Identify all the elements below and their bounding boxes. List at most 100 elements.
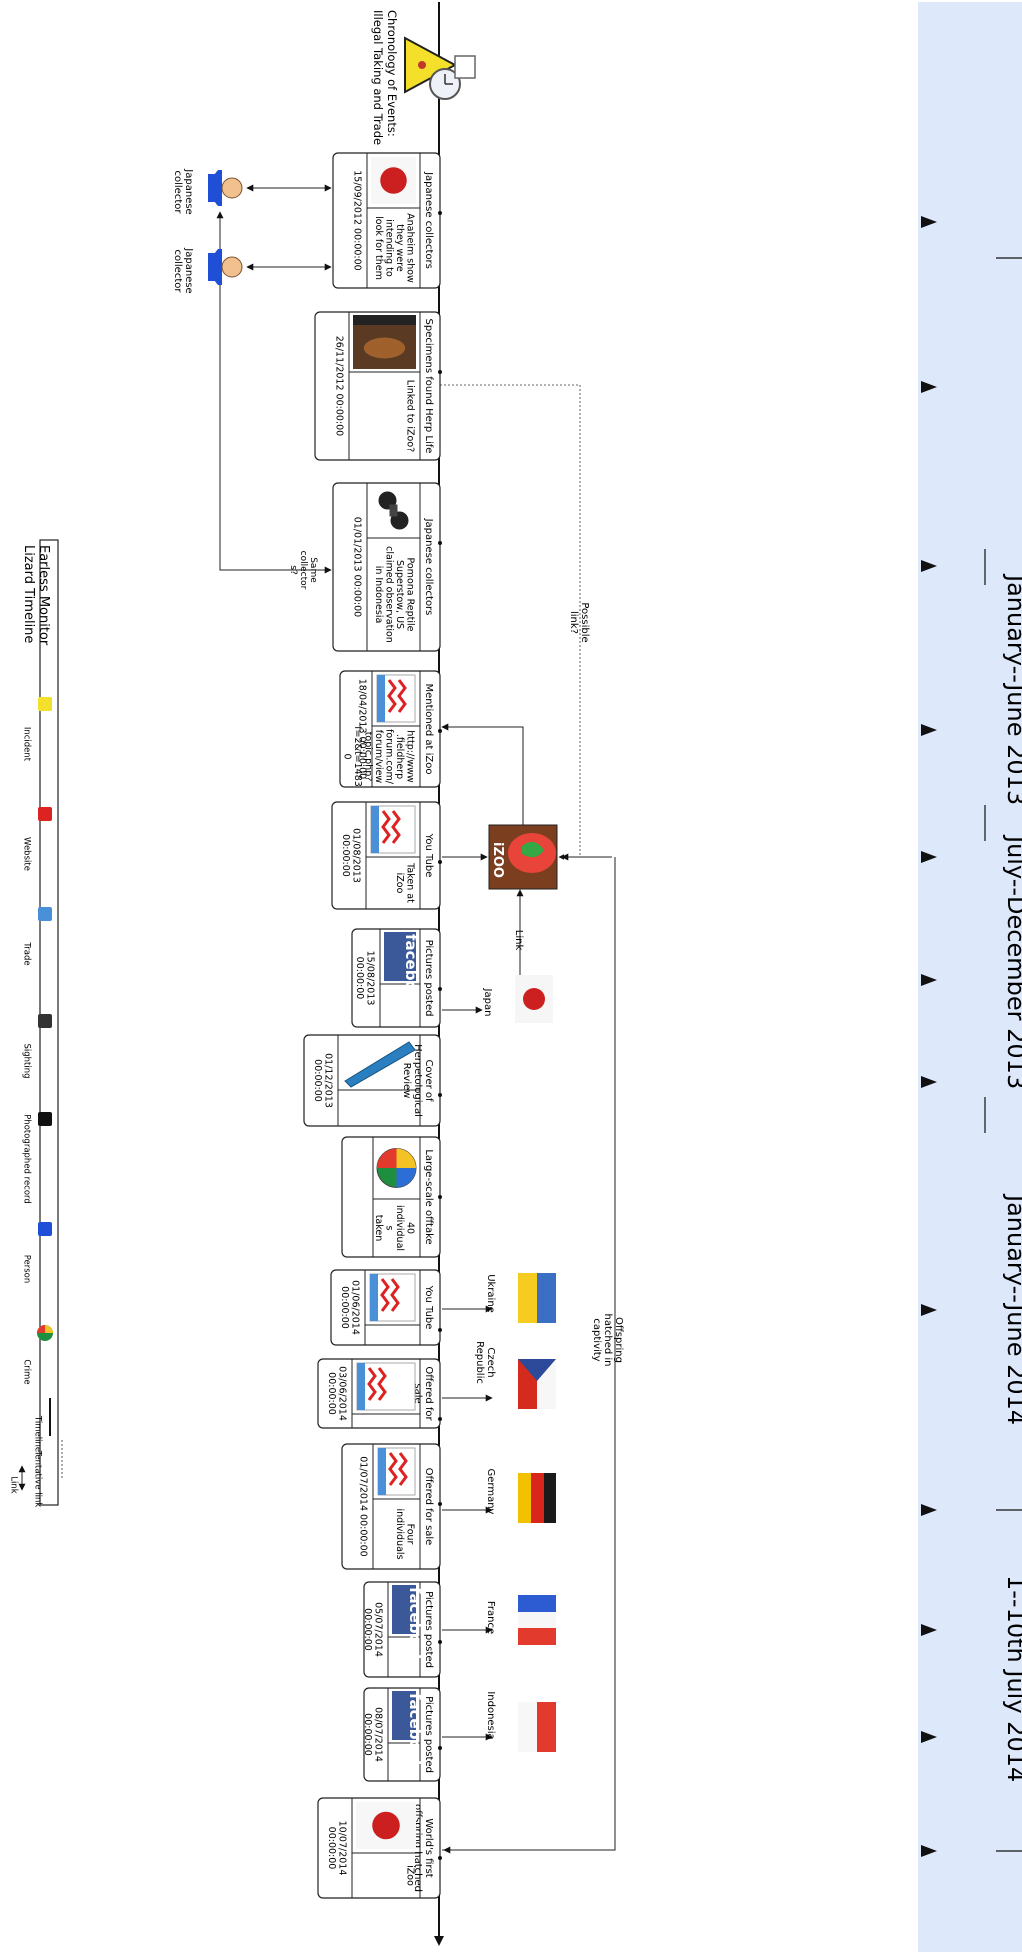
offspring-label: Offspringhatched incaptivity: [591, 1313, 624, 1366]
legend-icon: [38, 807, 52, 821]
event-title-text: Pictures posted: [423, 1591, 434, 1668]
legend-item-label-text: Person: [22, 1255, 32, 1284]
country-label: CzechRepublic: [474, 1341, 496, 1384]
website-icon: [370, 805, 416, 854]
person-label-text: Japanesecollector: [172, 247, 194, 293]
event-date: 03/06/201400:00:00: [326, 1366, 348, 1421]
period-tick: [921, 216, 937, 228]
period-band: [918, 2, 1022, 1952]
event-body: iZoo: [405, 1865, 416, 1886]
event-title-text: Large-scale offtake: [423, 1149, 434, 1244]
offspring-label-text: Offspringhatched incaptivity: [591, 1313, 624, 1366]
countries: JapanUkraineCzechRepublicGermanyFranceIn…: [474, 975, 556, 1752]
possible-link-label: Possiblelink?: [568, 602, 590, 642]
legend-item: Person: [22, 1222, 52, 1284]
event-date: 18/04/2013 00:00:00: [357, 679, 368, 779]
legend-icon: [37, 1325, 53, 1341]
event-date-text: 15/08/201300:00:00: [354, 951, 376, 1006]
event-title-text: Japanese collectors: [423, 518, 434, 616]
japan-flag-icon: [371, 157, 416, 204]
event-card: Pictures postedfacebook15/08/201300:00:0…: [351, 928, 442, 1028]
event-title-text: You Tube: [423, 833, 434, 878]
country-flag-icon: [518, 1702, 556, 1752]
website-icon: [377, 1447, 416, 1496]
event-date: 01/06/201400:00:00: [339, 1280, 361, 1335]
website-icon: [369, 1273, 416, 1322]
event-date: 01/07/2014 00:00:00: [358, 1456, 369, 1556]
country-label-text: Ukraine: [485, 1274, 496, 1313]
country: France: [485, 1595, 556, 1645]
country-label: Indonesia: [485, 1691, 496, 1739]
event-date: 01/08/201300:00:00: [340, 828, 362, 883]
event-date-text: 01/12/201300:00:00: [312, 1053, 334, 1108]
event-date-text: 01/06/201400:00:00: [339, 1280, 361, 1335]
event-title: World's firstoffspring hatched: [412, 1804, 434, 1892]
legend-item: Website: [22, 807, 52, 871]
izoo-logo: iZOO: [488, 824, 558, 890]
country-flag-icon: [518, 1359, 556, 1409]
facebook-icon: facebook: [392, 1585, 424, 1665]
country: Indonesia: [485, 1691, 556, 1752]
legend-item-label: Trade: [22, 941, 32, 965]
event-body: Taken atiZoo: [394, 862, 416, 903]
event-body-text: http://www.fieldherpforum.com/forum/view…: [342, 726, 416, 787]
period-tick: [921, 1304, 937, 1316]
possible-link-line: [440, 384, 581, 860]
period-label-text: July--December 2013: [1002, 834, 1022, 1089]
same-collectors-label-text: Samecollectors?: [288, 551, 318, 590]
legend-item: Timeline: [33, 1398, 51, 1452]
event-body: Fourindividuals: [394, 1508, 416, 1559]
event-date-text: 01/01/2013 00:00:00: [352, 517, 363, 617]
book-icon: [344, 1041, 416, 1088]
country-label: Japan: [482, 988, 493, 1017]
legend-icon: [38, 907, 52, 921]
country: Ukraine: [485, 1273, 556, 1323]
period-tick: [921, 724, 937, 736]
event-date-text: 05/07/201400:00:00: [362, 1602, 384, 1657]
event-title: Specimens found Herp Life: [423, 319, 434, 454]
country: Japan: [482, 975, 553, 1023]
legend-item-label-text: Website: [22, 837, 32, 871]
period-tick: [921, 381, 937, 393]
period-tick: [921, 974, 937, 986]
same-collectors-label: Samecollectors?: [288, 551, 318, 590]
legend-item-label-text: Link: [9, 1476, 19, 1493]
person-label: Japanesecollector: [172, 247, 194, 293]
period-tick: [921, 560, 937, 572]
event-title: Large-scale offtake: [423, 1149, 434, 1244]
event-title: Cover ofHerpetologicalReview: [401, 1044, 434, 1117]
event-body-text: Pomona ReptileSuperstow, USclaimed obser…: [373, 546, 416, 643]
event-card: Offered for saleFourindividuals01/07/201…: [341, 1443, 442, 1570]
legend-item-label: Person: [22, 1255, 32, 1284]
facebook-wordmark: facebook: [406, 1587, 424, 1665]
event-date: 15/09/2012 00:00:00: [352, 170, 363, 270]
timeline-end-arrow: [434, 1936, 444, 1946]
event-body: Pomona ReptileSuperstow, USclaimed obser…: [373, 546, 416, 643]
izoo-mentioned-link: [441, 723, 524, 825]
event-body-text: 40individualstaken: [373, 1205, 416, 1251]
legend-item: Trade: [22, 907, 52, 966]
period-label: January--June 2013: [1002, 573, 1022, 805]
event-title: Pictures posted: [423, 1591, 434, 1668]
crime-icon: [376, 1148, 417, 1188]
legend-item: Link: [9, 1465, 26, 1494]
event-card: Mentioned at iZoohttp://www.fieldherpfor…: [339, 670, 442, 788]
country-label-text: Germany: [485, 1469, 496, 1515]
person-icon: [208, 170, 243, 206]
diagram-title-line-1: Chronology of Events:: [385, 10, 399, 137]
event-date: 01/12/201300:00:00: [312, 1053, 334, 1108]
event-date-text: 10/07/201400:00:00: [326, 1821, 348, 1876]
country-label-text: Indonesia: [485, 1691, 496, 1739]
legend-title-line-1: Earless Monitor: [36, 545, 51, 646]
legend-item: Tentative link: [33, 1440, 63, 1507]
person-icon: [208, 249, 243, 285]
legend-item-label-text: Trade: [22, 941, 32, 965]
